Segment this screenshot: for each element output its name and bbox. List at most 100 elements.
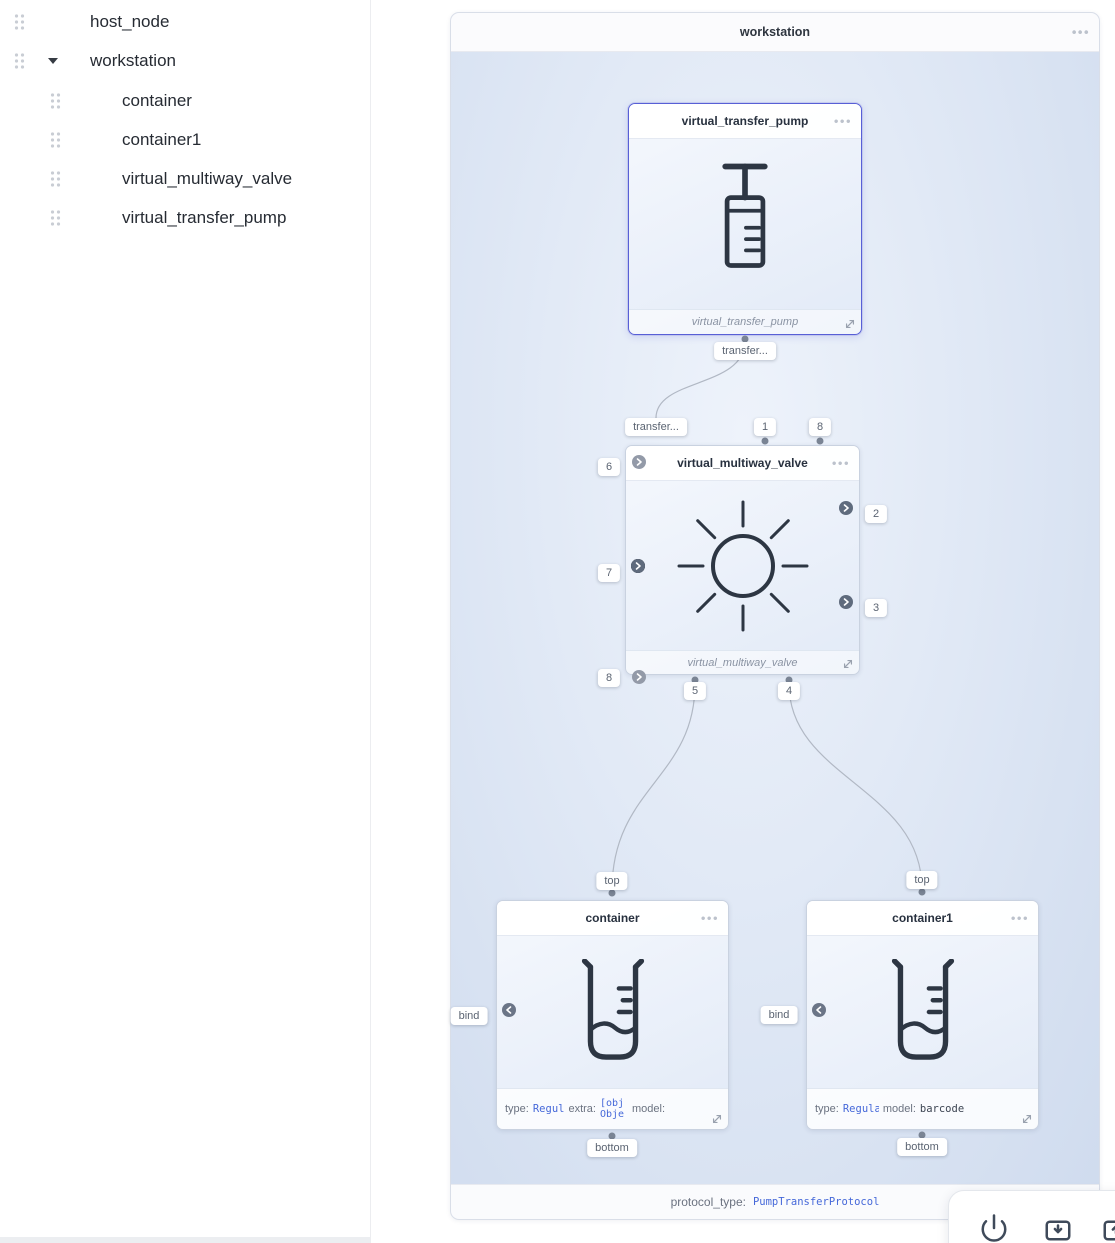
node-container[interactable]: container ••• type: Regul extra: [obj Ob… xyxy=(496,900,729,1130)
valve-port-7[interactable]: 7 xyxy=(597,564,621,582)
beaker-icon xyxy=(891,959,954,1060)
node-tree-sidebar: host_node workstation container containe… xyxy=(0,0,371,1243)
prop-type-value[interactable]: Regula xyxy=(842,1103,879,1115)
tree-item-label[interactable]: workstation xyxy=(90,51,176,70)
node-menu-button[interactable]: ••• xyxy=(833,113,852,129)
group-header[interactable]: workstation ••• xyxy=(451,13,1099,52)
valve-port-1-dot[interactable] xyxy=(761,437,769,445)
node-virtual-multiway-valve[interactable]: virtual_multiway_valve ••• virtual_multi… xyxy=(625,445,860,675)
valve-port-transfer[interactable]: transfer... xyxy=(625,418,687,436)
container-port-bottom[interactable]: bottom xyxy=(587,1139,637,1157)
sidebar-item-virtual-transfer-pump[interactable]: virtual_transfer_pump xyxy=(0,199,370,237)
container-bottom-port-dot[interactable] xyxy=(608,1132,616,1140)
valve-port-8-top[interactable]: 8 xyxy=(808,418,832,436)
prop-model-label: model: xyxy=(882,1103,916,1115)
sidebar-item-virtual-multiway-valve[interactable]: virtual_multiway_valve xyxy=(0,160,370,198)
tree-item-label[interactable]: virtual_transfer_pump xyxy=(122,208,287,227)
pump-output-port-dot[interactable] xyxy=(741,335,749,343)
container1-bottom-port-dot[interactable] xyxy=(918,1131,926,1139)
valve-port-8-top-dot[interactable] xyxy=(816,437,824,445)
container1-port-bind[interactable]: bind xyxy=(760,1006,798,1024)
prop-model-value[interactable]: barcode xyxy=(919,1103,965,1115)
power-icon xyxy=(981,1214,1007,1242)
group-menu-button[interactable]: ••• xyxy=(1071,24,1090,40)
prop-type-value[interactable]: Regul xyxy=(532,1103,565,1115)
prop-extra-label: extra: xyxy=(568,1103,596,1115)
power-button[interactable] xyxy=(979,1213,1009,1243)
sidebar-item-container1[interactable]: container1 xyxy=(0,121,370,159)
valve-port-6[interactable]: 6 xyxy=(597,458,621,476)
drag-handle-icon[interactable] xyxy=(50,132,61,149)
resize-handle-icon[interactable] xyxy=(844,317,856,329)
node-menu-button[interactable]: ••• xyxy=(1010,910,1029,926)
tree-item-label[interactable]: host_node xyxy=(90,12,170,31)
node-footer-label: virtual_transfer_pump xyxy=(691,316,799,328)
valve-port-5[interactable]: 5 xyxy=(683,682,707,700)
canvas-toolbar xyxy=(948,1190,1115,1243)
prop-extra-value[interactable]: [obj Obje xyxy=(599,1097,625,1120)
drag-handle-icon[interactable] xyxy=(50,210,61,227)
import-button[interactable] xyxy=(1043,1213,1073,1243)
tree-item-label[interactable]: container xyxy=(122,91,192,110)
valve-port-3[interactable]: 3 xyxy=(864,599,888,617)
container1-top-port-dot[interactable] xyxy=(918,888,926,896)
node-header[interactable]: container ••• xyxy=(497,901,728,936)
prop-type-label: type: xyxy=(505,1103,529,1115)
drag-handle-icon[interactable] xyxy=(14,53,25,70)
node-menu-button[interactable]: ••• xyxy=(700,910,719,926)
valve-port-4-dot[interactable] xyxy=(785,676,793,684)
drag-handle-icon[interactable] xyxy=(50,93,61,110)
node-menu-button[interactable]: ••• xyxy=(831,455,850,471)
node-virtual-transfer-pump[interactable]: virtual_transfer_pump ••• virtual_transf… xyxy=(628,103,862,335)
pump-port-transfer[interactable]: transfer... xyxy=(714,342,776,360)
node-body xyxy=(629,140,861,308)
container1-port-top[interactable]: top xyxy=(906,871,938,889)
valve-port-1[interactable]: 1 xyxy=(753,418,777,436)
sidebar-scrollbar[interactable] xyxy=(0,1237,370,1243)
node-title: virtual_transfer_pump xyxy=(681,114,809,128)
valve-port-2-dot[interactable] xyxy=(839,501,853,515)
valve-port-3-dot[interactable] xyxy=(839,595,853,609)
protocol-type-value: PumpTransferProtocol xyxy=(752,1196,880,1208)
node-body xyxy=(497,935,728,1089)
node-props-row: type: Regula model: barcode xyxy=(807,1088,1038,1129)
sidebar-item-host-node[interactable]: host_node xyxy=(0,3,370,41)
node-header[interactable]: container1 ••• xyxy=(807,901,1038,936)
container1-bind-port-dot[interactable] xyxy=(812,1003,826,1017)
node-header[interactable]: virtual_transfer_pump ••• xyxy=(629,104,861,139)
sidebar-item-workstation[interactable]: workstation xyxy=(0,42,370,80)
tree-item-label[interactable]: container1 xyxy=(122,130,202,149)
container-bind-port-dot[interactable] xyxy=(502,1003,516,1017)
resize-handle-icon[interactable] xyxy=(711,1112,723,1124)
valve-port-8-left-dot[interactable] xyxy=(632,670,646,684)
drag-handle-icon[interactable] xyxy=(14,14,25,31)
collapse-caret-icon[interactable] xyxy=(48,58,58,64)
valve-port-4[interactable]: 4 xyxy=(777,682,801,700)
box-download-icon xyxy=(1045,1220,1071,1241)
drag-handle-icon[interactable] xyxy=(50,171,61,188)
valve-port-8-left[interactable]: 8 xyxy=(597,669,621,687)
node-title: container xyxy=(585,911,640,925)
sidebar-item-container[interactable]: container xyxy=(0,82,370,120)
node-title: virtual_multiway_valve xyxy=(677,456,808,470)
tree-item-label[interactable]: virtual_multiway_valve xyxy=(122,169,293,188)
node-header[interactable]: virtual_multiway_valve ••• xyxy=(626,446,859,481)
container1-port-bottom[interactable]: bottom xyxy=(897,1138,947,1156)
export-button[interactable] xyxy=(1101,1213,1115,1243)
container-port-top[interactable]: top xyxy=(596,872,628,890)
valve-port-7-dot[interactable] xyxy=(631,559,645,573)
resize-handle-icon[interactable] xyxy=(1021,1112,1033,1124)
valve-port-2[interactable]: 2 xyxy=(864,505,888,523)
valve-port-5-dot[interactable] xyxy=(691,676,699,684)
syringe-icon xyxy=(722,163,768,268)
node-container1[interactable]: container1 ••• type: Regula model: barco… xyxy=(806,900,1039,1130)
container-top-port-dot[interactable] xyxy=(608,889,616,897)
node-title: container1 xyxy=(892,911,953,925)
box-upload-icon xyxy=(1103,1220,1115,1241)
multiway-valve-icon xyxy=(677,500,808,631)
container-port-bind[interactable]: bind xyxy=(450,1007,488,1025)
protocol-type-label: protocol_type: xyxy=(670,1195,746,1209)
valve-port-6-dot[interactable] xyxy=(632,455,646,469)
resize-handle-icon[interactable] xyxy=(842,657,854,669)
